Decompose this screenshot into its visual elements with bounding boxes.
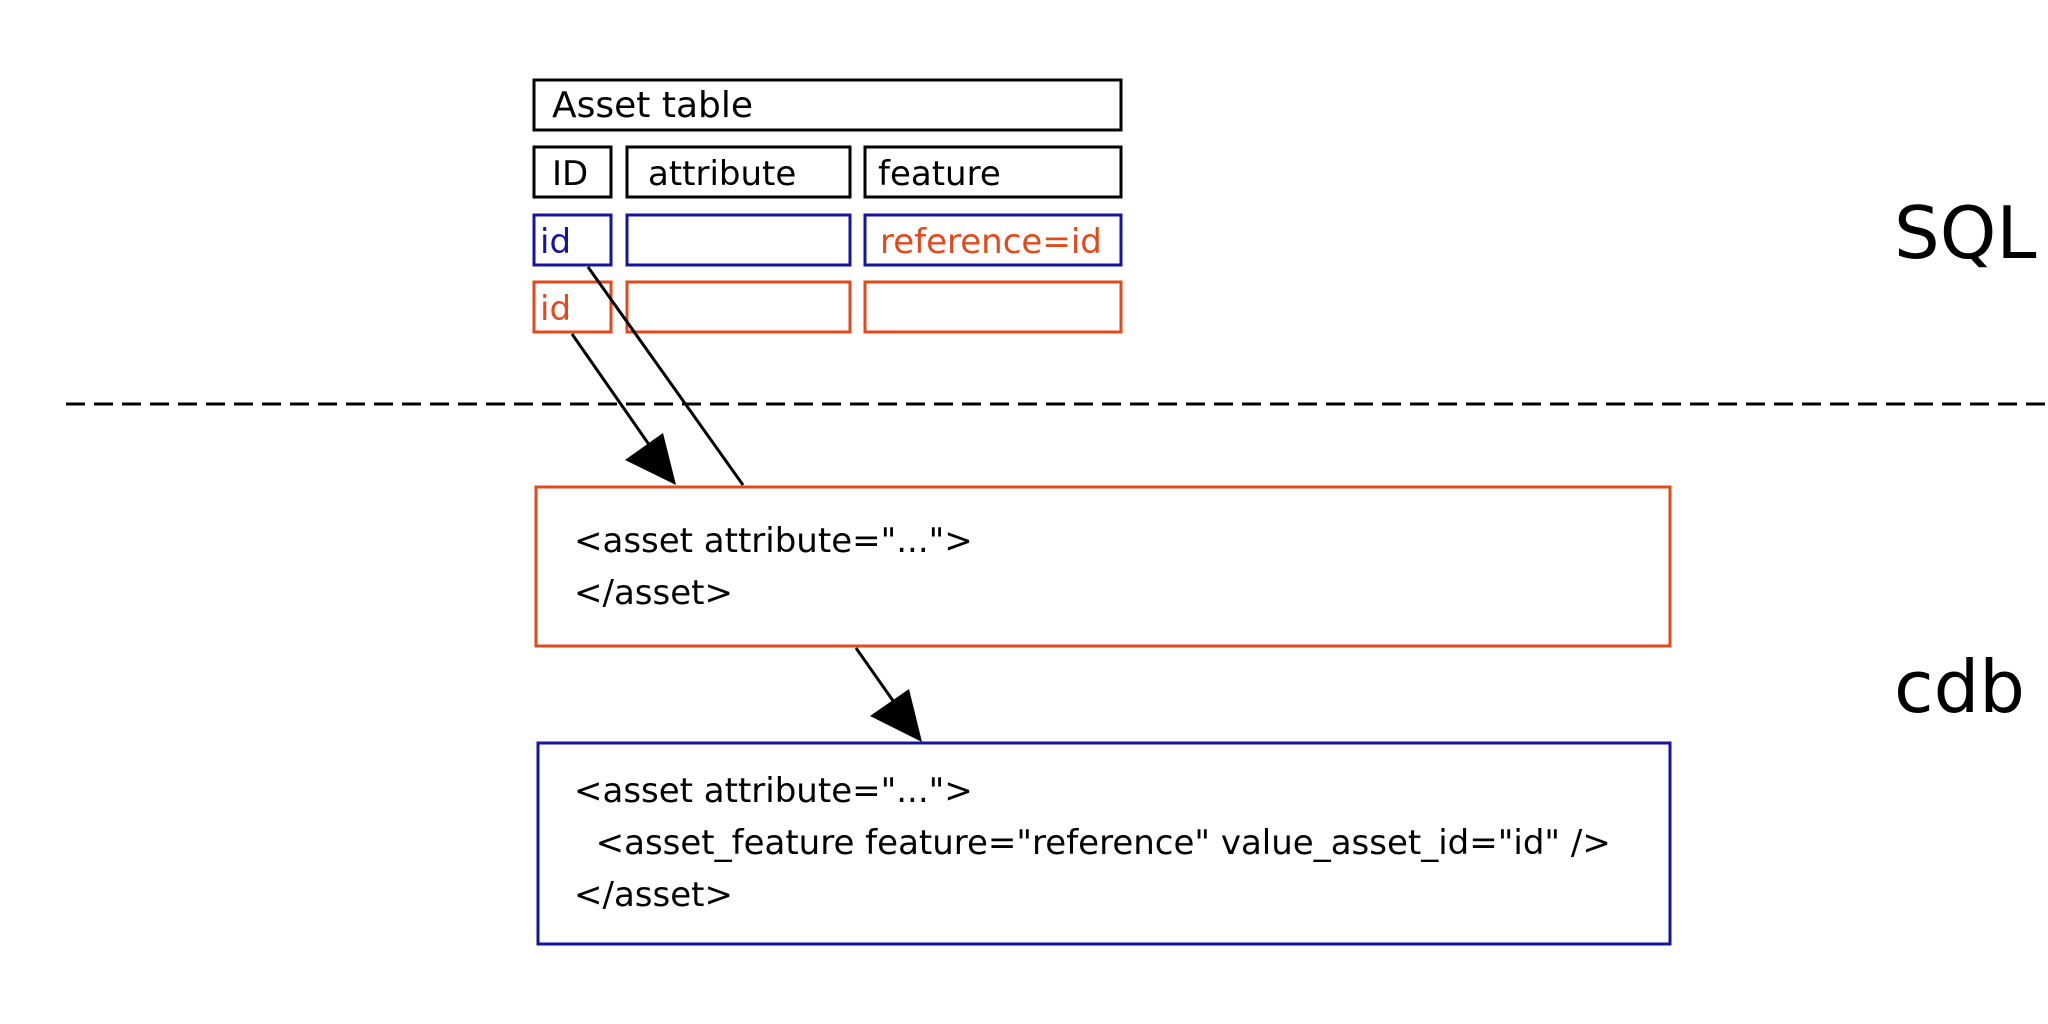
orange-row-id: id: [540, 289, 571, 329]
blue-xml-line-3: </asset>: [574, 875, 733, 915]
header-feature-cell: [863, 145, 1123, 199]
header-attribute-cell: [625, 145, 852, 199]
blue-xml-box: [536, 741, 1672, 946]
blue-row-feature: reference=id: [880, 222, 1102, 262]
asset-table: Asset table ID attribute feature id refe…: [532, 78, 1123, 334]
orange-xml-line-1: <asset attribute="...">: [574, 521, 973, 561]
header-attribute: attribute: [648, 154, 796, 194]
blue-id-connector: [586, 266, 745, 486]
blue-xml-line-1: <asset attribute="...">: [574, 771, 973, 811]
orange-row-attribute-cell: [625, 280, 852, 334]
blue-xml-line-2: <asset_feature feature="reference" value…: [574, 823, 1611, 863]
orange-row-id-cell: [532, 280, 613, 334]
asset-table-title-box: [532, 78, 1123, 132]
blue-row-attribute-cell: [625, 213, 852, 267]
orange-xml-line-2: </asset>: [574, 573, 733, 613]
sql-layer-label: SQL: [1894, 191, 2037, 275]
orange-id-connector: [570, 333, 652, 447]
arrowhead-to-orange-box: [625, 433, 676, 485]
header-feature: feature: [878, 154, 1001, 194]
orange-xml-box: [534, 485, 1672, 648]
blue-row-id-cell: [532, 213, 613, 267]
orange-row-feature-cell: [863, 280, 1123, 334]
asset-table-title: Asset table: [552, 85, 753, 126]
orange-to-blue-connector: [854, 647, 898, 706]
arrowhead-to-blue-box: [870, 689, 922, 742]
blue-row-feature-cell: [863, 213, 1123, 267]
cdb-layer-label: cdb: [1894, 645, 2025, 729]
header-id-cell: [532, 145, 613, 199]
blue-row-id: id: [540, 222, 571, 262]
header-id: ID: [552, 154, 588, 194]
